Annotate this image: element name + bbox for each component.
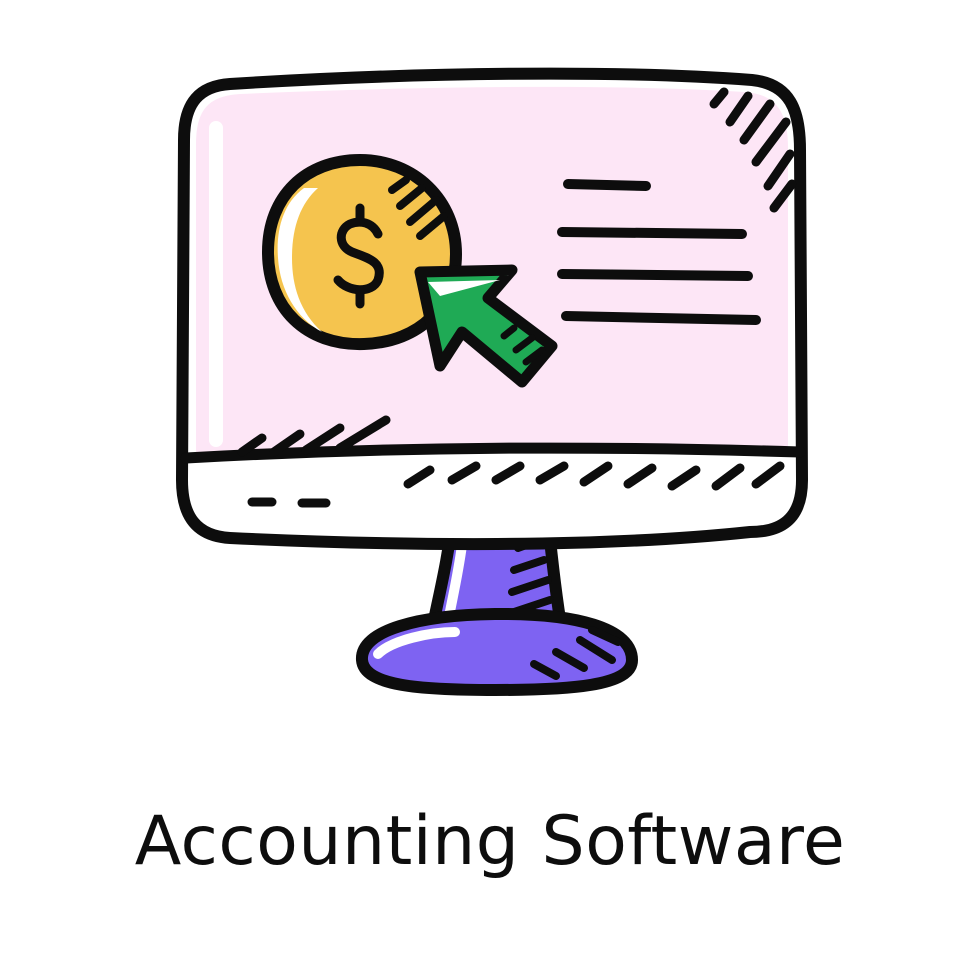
text-line-1 bbox=[563, 179, 651, 191]
stand-base-highlight bbox=[373, 627, 460, 659]
accounting-software-illustration bbox=[176, 67, 808, 696]
cursor-hatching bbox=[500, 324, 546, 366]
text-line-3 bbox=[557, 269, 753, 281]
caption-title: Accounting Software bbox=[134, 802, 846, 881]
screen-text-lines bbox=[557, 179, 761, 325]
coin-hatching bbox=[388, 176, 448, 240]
text-line-4 bbox=[561, 311, 761, 325]
stand-base-hatching bbox=[530, 626, 622, 680]
text-line-2 bbox=[557, 227, 747, 239]
monitor-stand-icon bbox=[356, 514, 638, 696]
dollar-sign-icon bbox=[333, 203, 384, 309]
cursor-arrow-shape bbox=[414, 264, 558, 388]
cursor-highlight bbox=[428, 280, 500, 296]
screen-corner-hatching bbox=[709, 87, 797, 213]
dollar-coin-icon bbox=[262, 154, 462, 351]
screen-bottom-hatching bbox=[237, 415, 391, 457]
cursor-arrow-icon bbox=[414, 264, 558, 388]
chin-hatching bbox=[403, 461, 785, 491]
coin-highlight bbox=[277, 188, 322, 332]
monitor-indicator-dashes bbox=[247, 497, 331, 508]
stand-base bbox=[356, 607, 638, 696]
